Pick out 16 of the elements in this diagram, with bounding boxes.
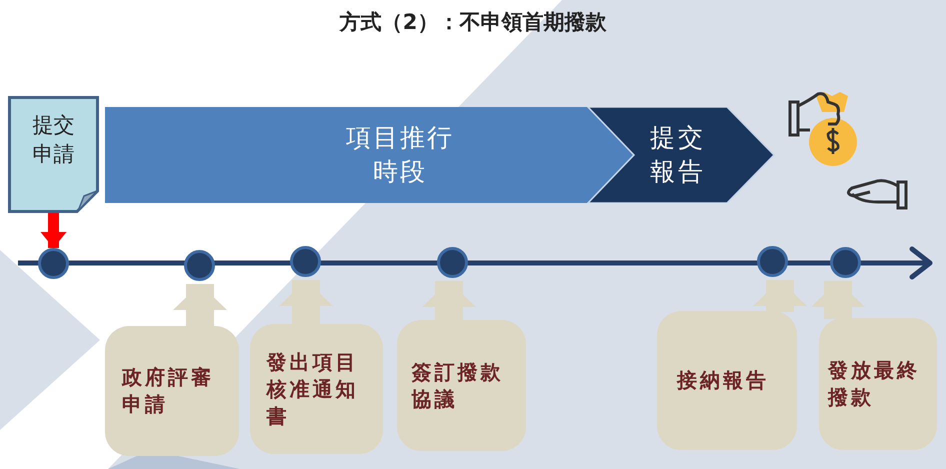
timeline-dot <box>830 247 861 278</box>
arrow-band: 項目推行時段 <box>105 107 635 203</box>
document-box: 提交申請 <box>8 96 99 213</box>
timeline-dot <box>437 247 468 278</box>
callout-arrow <box>422 281 476 321</box>
callout-arrow <box>811 281 865 321</box>
timeline-dot <box>757 246 788 277</box>
callout-arrow <box>173 284 227 327</box>
chevron-box: 提交報告 <box>586 107 776 203</box>
callout-box: 簽訂撥款協議 <box>397 320 526 451</box>
callout-box: 發放最終撥款 <box>819 318 937 450</box>
callout-arrow <box>279 280 333 325</box>
title: 方式（2）：不申領首期撥款 <box>338 9 608 36</box>
callout-box: 接納報告 <box>657 311 797 450</box>
callout-box: 政府評審申請 <box>105 326 239 456</box>
callout-box: 發出項目核准通知書 <box>250 324 383 454</box>
